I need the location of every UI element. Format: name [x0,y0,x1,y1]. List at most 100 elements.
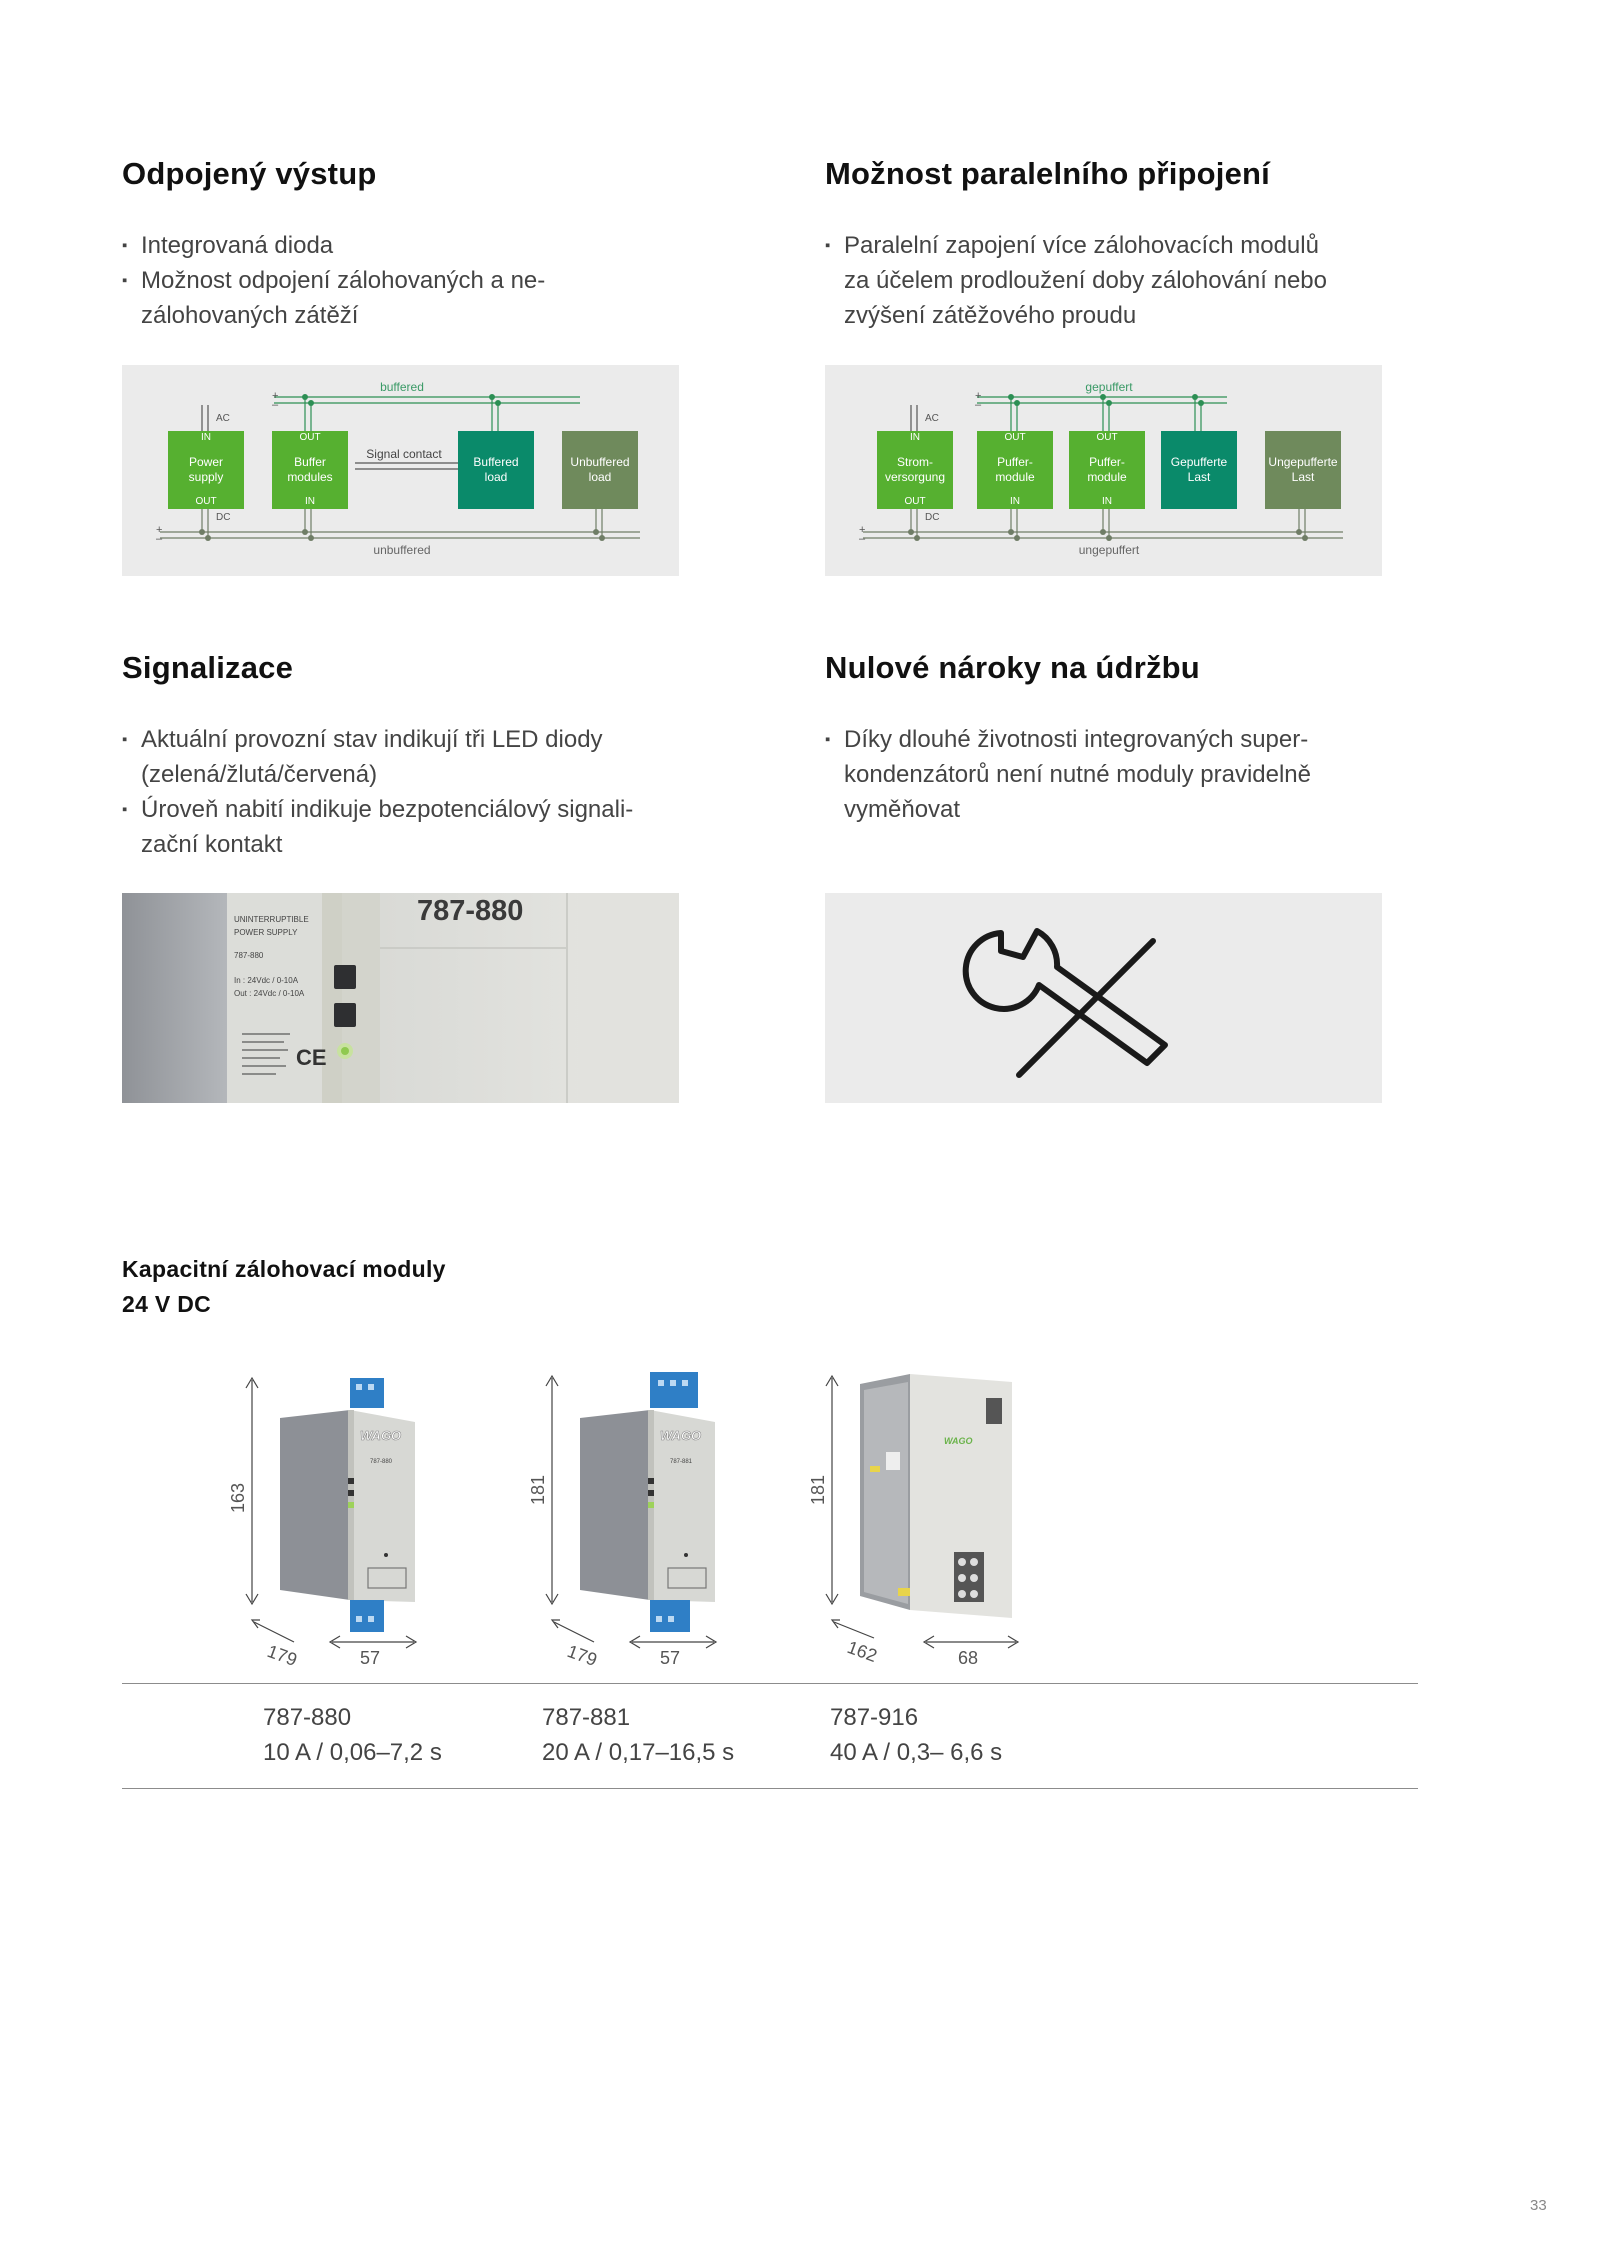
box-label: modules [287,470,332,484]
label-minus-top: – [272,399,279,411]
bullet-continuation: zálohovaných zátěží [122,298,682,333]
port-out: OUT [195,496,216,507]
dim-width: 57 [660,1648,680,1668]
wiring-diagram-parallel: gepuffert + – ungepuffert + – AC DC [859,380,1343,557]
box-label: Last [1292,470,1315,484]
label-plus-top: + [975,390,981,402]
box-buffered-load [458,431,534,509]
junction-dots [199,529,605,541]
ce-mark: CE [296,1045,327,1070]
label-ac: AC [925,413,939,424]
product-info-787-916: 787-916 40 A / 0,3– 6,6 s [830,1700,1002,1770]
port-in: IN [201,432,211,443]
product-drawings: 163 WAGO 787-880 179 57 181 WAGO [228,1372,1020,1670]
dim-depth: 179 [565,1641,600,1670]
label-ac: AC [216,413,230,424]
dim-depth: 179 [265,1641,300,1670]
bullet-continuation: za účelem prodloužení doby zálohování ne… [825,263,1425,298]
product-code: 787-881 [542,1704,631,1731]
port-in: IN [305,496,315,507]
bullet-continuation: zvýšení zátěžového proudu [825,298,1425,333]
product-tag: 787-881 [670,1459,693,1465]
product-spec: 20 A / 0,17–16,5 s [542,1739,735,1766]
box-label: Gepufferte [1171,455,1228,469]
wiring-diagram-buffered: buffered + – unbuffered + – AC DC [156,380,640,557]
diagram-panel-paralelni: gepuffert + – ungepuffert + – AC DC [825,365,1382,576]
product-787-881: 181 WAGO 787-881 179 57 [528,1372,718,1670]
label-minus-bottom: – [156,533,163,545]
box-power-supply [168,431,244,509]
product-tag: 787-880 [370,1459,393,1465]
wago-logo: WAGO [360,1428,401,1443]
port-in: IN [1010,496,1020,507]
bullet-text: zvýšení zátěžového proudu [844,302,1137,329]
dim-height: 181 [808,1475,828,1505]
maintenance-icon-panel [825,893,1382,1103]
divider-top [122,1683,1418,1684]
products-heading: Kapacitní zálohovací moduly 24 V DC [122,1252,446,1322]
box-label: Last [1188,470,1211,484]
bullet-text: zační kontakt [141,831,283,858]
box-label: Buffered [473,455,518,469]
bullet-item: Úroveň nabití indikuje bezpotenciálový s… [122,792,722,827]
divider-bottom [122,1788,1418,1789]
page-number: 33 [1530,2197,1547,2214]
bullet-item: Paralelní zapojení více zálohovacích mod… [825,228,1425,263]
heading-line: 24 V DC [122,1291,212,1317]
dim-height: 163 [228,1483,248,1513]
module-closeup-illustration: CE [122,893,679,1103]
product-code: 787-916 [830,1704,919,1731]
box-label: Strom- [897,455,933,469]
bullet-item: Aktuální provozní stav indikují tři LED … [122,722,722,757]
bullet-continuation: zační kontakt [122,827,722,862]
product-info-787-881: 787-881 20 A / 0,17–16,5 s [542,1700,734,1770]
bullet-list-signalizace: Aktuální provozní stav indikují tři LED … [122,722,722,862]
bullet-continuation: kondenzátorů není nutné moduly pravideln… [825,757,1425,792]
box-label: Buffer [294,455,326,469]
label-dc: DC [216,512,230,523]
label-line: POWER SUPPLY [234,928,298,937]
diagram-panel-odpojeny: buffered + – unbuffered + – AC DC [122,365,679,576]
photo-module-leds: CE 787-880 UNINTERRUPTIBLE POWER SUPPLY … [122,893,679,1103]
port-in: IN [1102,496,1112,507]
label-buffered: buffered [380,380,424,394]
box-gepufferte-last [1161,431,1237,509]
bullet-item: Možnost odpojení zálohovaných a ne- [122,263,682,298]
label-minus-top: – [975,399,982,411]
bullet-text: kondenzátorů není nutné moduly pravideln… [844,761,1311,788]
port-out: OUT [299,432,320,443]
box-label: supply [189,470,224,484]
bullet-item: Integrovaná dioda [122,228,682,263]
port-out: OUT [1096,432,1117,443]
device-label-text: UNINTERRUPTIBLE POWER SUPPLY 787-880 In … [234,913,309,1000]
label-line: UNINTERRUPTIBLE [234,915,309,924]
heading-line: Kapacitní zálohovací moduly [122,1256,446,1282]
box-label: Puffer- [1089,455,1125,469]
bullet-list-udrzba: Díky dlouhé životnosti integrovaných sup… [825,722,1425,827]
label-unbuffered: unbuffered [373,543,430,557]
product-787-880: 163 WAGO 787-880 179 57 [228,1376,418,1670]
box-buffer-modules [272,431,348,509]
dim-depth: 162 [845,1637,880,1666]
box-label: Ungepufferte [1268,455,1337,469]
junction-dots [908,529,1308,541]
box-label: Power [189,455,223,469]
box-unbuffered-load [562,431,638,509]
port-out: OUT [904,496,925,507]
wago-logo: WAGO [944,1436,973,1446]
label-line: In : 24Vdc / 0-10A [234,976,299,985]
box-ungepufferte-last [1265,431,1341,509]
bullet-continuation: vyměňovat [825,792,1425,827]
section-title-paralelni: Možnost paralelního připojení [825,156,1270,191]
label-dc: DC [925,512,939,523]
product-spec: 10 A / 0,06–7,2 s [263,1739,442,1766]
dim-height: 181 [528,1475,548,1505]
product-spec: 40 A / 0,3– 6,6 s [830,1739,1003,1766]
product-code: 787-880 [263,1704,352,1731]
bullet-item: Díky dlouhé životnosti integrovaných sup… [825,722,1425,757]
label-minus-bottom: – [859,533,866,545]
dim-width: 68 [958,1648,978,1668]
box-puffermodule-2 [1069,431,1145,509]
label-line: 787-880 [234,951,264,960]
box-label: versorgung [885,470,945,484]
